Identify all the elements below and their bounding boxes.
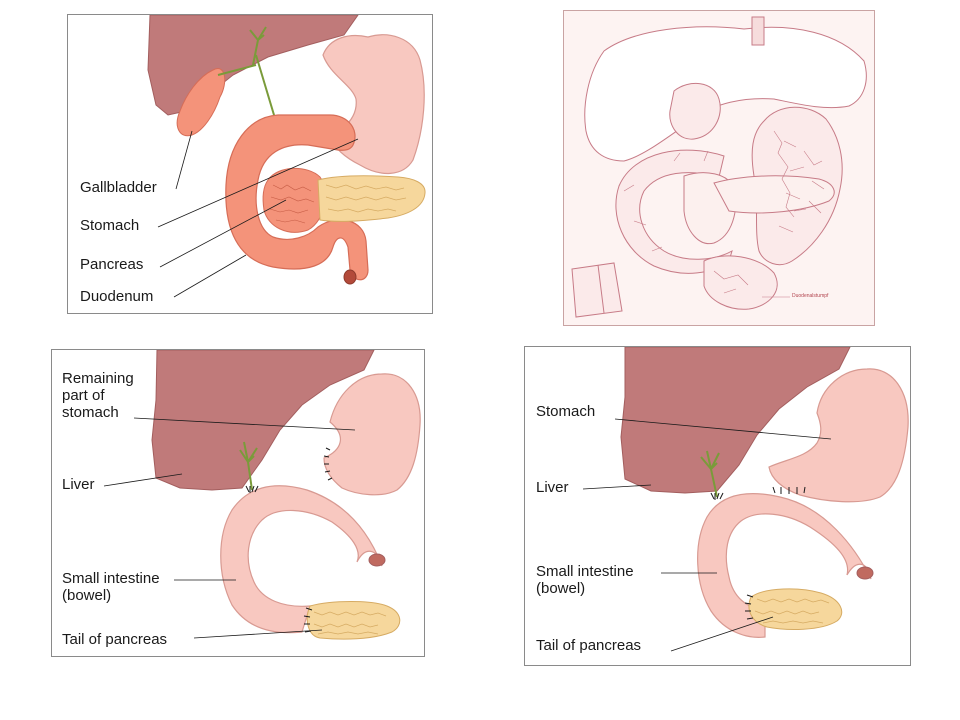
normal-anatomy-illustration [147,15,426,298]
normal-anatomy-panel: Gallbladder Stomach Pancreas Duodenum [67,14,433,314]
liver-label: Liver [62,476,95,493]
stomach-shape [322,34,425,175]
sketch-lower-loop [703,255,778,310]
stomach-staple-line [772,486,806,494]
sketch-vessel [751,16,765,46]
bile-duct [700,450,720,498]
stomach-remnant-shape [323,373,421,496]
pancreas-texture [754,598,830,624]
sketch-duodenal-stump [571,262,623,318]
sketch-liver [584,26,867,162]
pancreas-head-shape [262,167,326,233]
surgical-sketch-panel: Duodenalstumpf [563,10,875,326]
bile-duct [239,441,258,491]
pancreas-staple-line [303,607,313,633]
duodenum-label: Duodenum [80,288,154,305]
small-intestine-label: Small intestine (bowel) [536,563,634,597]
leader-lines [157,130,359,298]
gallbladder-label: Gallbladder [80,179,157,196]
bile-duct-anastomosis [245,485,259,493]
duodenum-opening [343,269,357,285]
intestine-opening [368,553,386,567]
small-intestine-shape [220,485,383,634]
liver-shape [620,347,851,494]
liver-shape [151,350,375,491]
duodenal-stump-annotation: Duodenalstumpf [792,293,829,299]
tail-of-pancreas-label: Tail of pancreas [536,637,642,654]
sketch-vessel-network [623,130,825,294]
stomach-staple-line [323,447,333,481]
pancreas-head-texture [269,184,315,224]
pancreas-tail-texture [325,184,407,213]
pancreas-texture [313,611,387,635]
leader-lines [582,418,832,652]
stomach-label: Stomach [536,403,596,420]
pancreas-staple-line [744,594,754,620]
sketch-liver-lobe [669,83,721,140]
small-intestine-label: Small intestine (bowel) [62,570,160,604]
reconstruction-illustration-right [582,347,909,652]
tail-of-pancreas-label: Tail of pancreas [62,631,168,648]
remaining-stomach-label: Remaining part of stomach [62,370,134,421]
gallbladder-shape [176,68,226,137]
intestine-opening [856,566,874,580]
reconstruction-illustration-left [103,350,421,640]
liver-label: Liver [536,479,569,496]
surgical-sketch-illustration [571,16,867,318]
reconstruction-panel-left: Remaining part of stomach Liver Small in… [51,349,425,657]
pancreas-tail-shape [748,588,843,630]
pancreas-label: Pancreas [80,256,144,273]
stomach-label: Stomach [80,217,140,234]
sketch-pancreas [713,175,835,214]
bile-duct-anastomosis [710,492,724,500]
reconstruction-panel-right: Stomach Liver Small intestine (bowel) Ta… [524,346,911,666]
small-intestine-shape [697,493,872,638]
pancreas-tail-shape [306,601,401,640]
stomach-shape [768,368,909,503]
leader-lines [103,417,356,639]
